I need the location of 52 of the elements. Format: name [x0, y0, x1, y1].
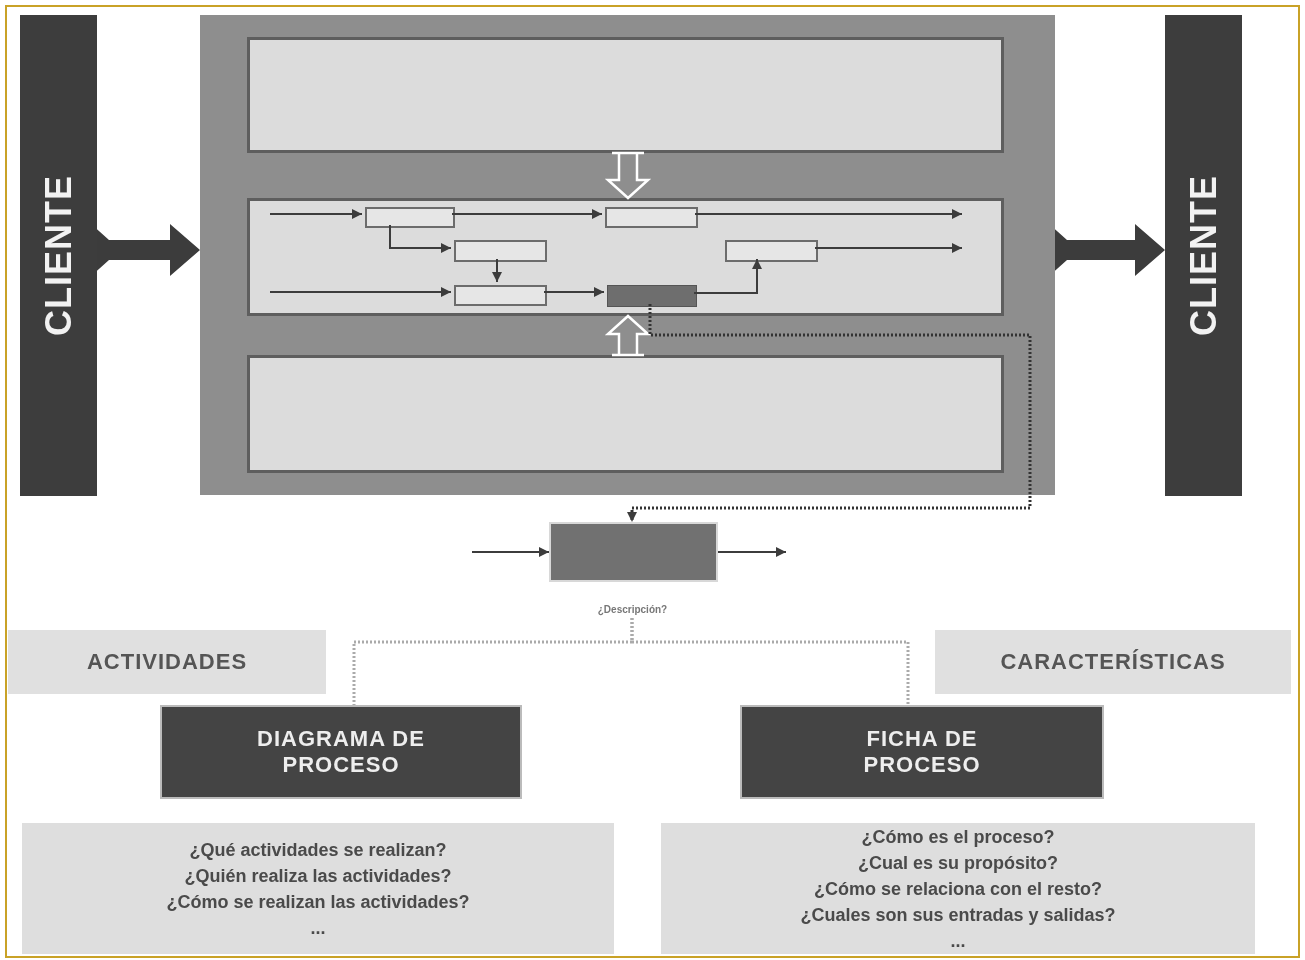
client-label: CLIENTE — [37, 175, 80, 336]
highlighted-process-box — [607, 285, 697, 307]
arrow — [814, 243, 963, 253]
arrow — [543, 287, 605, 297]
arrow — [269, 287, 452, 297]
question-text: ... — [310, 916, 326, 940]
question-text: ¿Cómo es el proceso? — [861, 825, 1055, 849]
arrow — [717, 547, 787, 557]
dotted-connector — [627, 304, 1032, 522]
question-text: ¿Cual es su propósito? — [858, 851, 1058, 875]
client-bar — [20, 15, 97, 496]
heading-box — [740, 705, 1104, 799]
process-band — [247, 355, 1004, 473]
process-box — [454, 285, 547, 306]
process-box — [549, 522, 718, 582]
category-panel — [935, 630, 1291, 694]
block-arrow — [1055, 224, 1165, 276]
hollow-block-arrow — [604, 151, 652, 200]
question-text: ¿Cómo se realizan las actividades? — [166, 890, 470, 914]
category-panel — [8, 630, 326, 694]
question-text: ... — [950, 929, 966, 953]
question-text: ¿Quién realiza las actividades? — [184, 864, 452, 888]
arrow — [451, 209, 603, 219]
heading-text: FICHA DE PROCESO — [862, 725, 982, 779]
description-label: ¿Descripción? — [597, 603, 668, 615]
dotted-connector — [630, 618, 910, 705]
process-box — [454, 240, 547, 262]
process-panel — [200, 15, 1055, 495]
client-bar — [1165, 15, 1242, 496]
process-box — [605, 207, 698, 228]
heading-text: DIAGRAMA DE PROCESO — [256, 725, 426, 779]
question-text: ¿Cómo se relaciona con el resto? — [813, 877, 1103, 901]
arrow — [492, 258, 502, 283]
question-text: ¿Qué actividades se realizan? — [189, 838, 447, 862]
process-band — [247, 37, 1004, 153]
question-panel — [661, 823, 1255, 954]
category-label: CARACTERÍSTICAS — [1000, 649, 1226, 675]
process-box — [365, 207, 455, 228]
process-box — [725, 240, 818, 262]
question-panel — [22, 823, 614, 954]
block-arrow — [97, 224, 200, 276]
question-text: ¿Cuales son sus entradas y salidas? — [800, 903, 1116, 927]
heading-box — [160, 705, 522, 799]
category-label: ACTIVIDADES — [86, 649, 248, 675]
arrow — [694, 209, 963, 219]
process-band — [247, 198, 1004, 316]
arrow — [269, 209, 363, 219]
arrow — [693, 258, 762, 294]
client-label: CLIENTE — [1182, 175, 1225, 336]
arrow — [389, 224, 452, 253]
hollow-block-arrow — [604, 314, 652, 357]
arrow — [471, 547, 550, 557]
